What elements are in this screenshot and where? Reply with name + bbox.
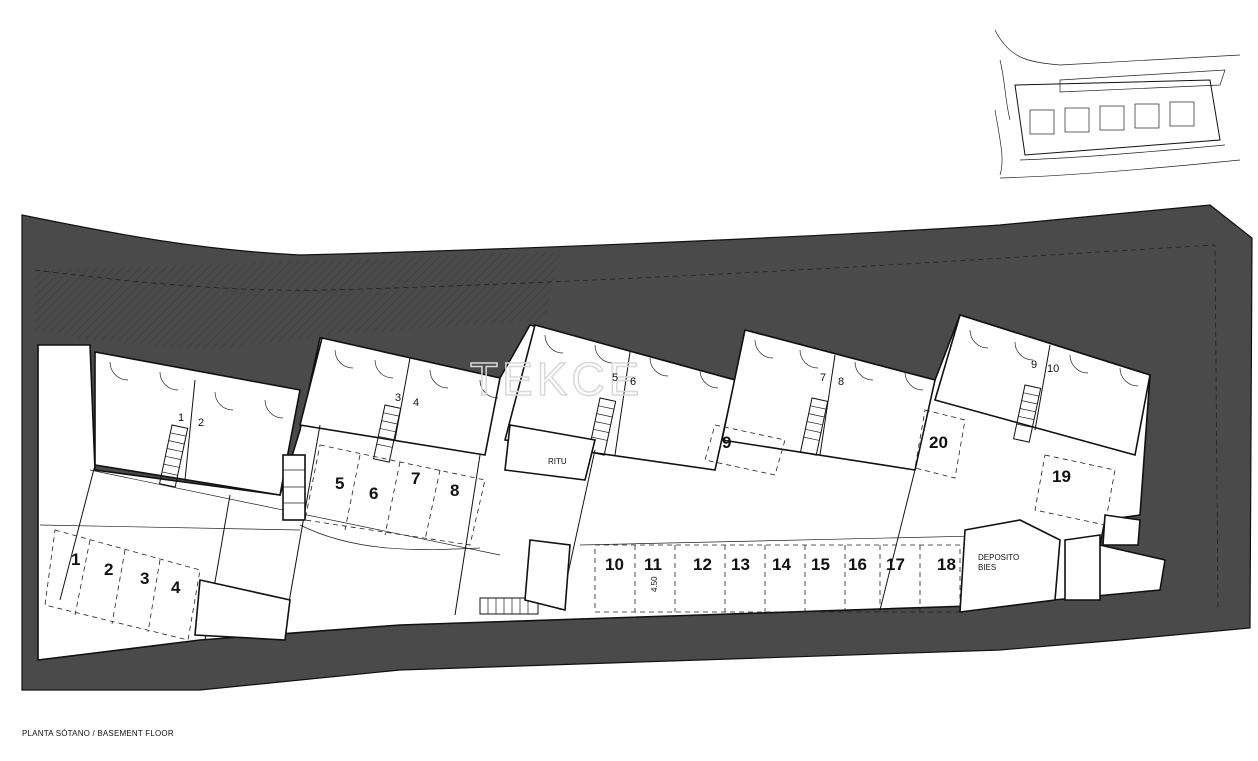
parking-space-13: 13 xyxy=(731,555,750,574)
parking-space-15: 15 xyxy=(811,555,830,574)
parking-space-9: 9 xyxy=(722,433,731,452)
bies-label: BIES xyxy=(978,563,996,572)
circulation-lines xyxy=(39,424,1021,641)
parking-space-20: 20 xyxy=(929,433,948,452)
parking-space-11: 11 xyxy=(644,555,662,574)
parking-space-5: 5 xyxy=(335,474,344,493)
watermark: TEKCE xyxy=(470,353,643,405)
storage-unit-numbers: 1 2 3 4 5 6 7 8 9 10 xyxy=(178,359,1059,429)
storage-unit-1: 1 xyxy=(178,412,184,424)
parking-space-17: 17 xyxy=(886,555,905,574)
parking-space-3: 3 xyxy=(140,569,149,588)
drawing-caption: PLANTA SÓTANO / BASEMENT FLOOR xyxy=(22,729,174,738)
storage-unit-10: 10 xyxy=(1047,363,1059,375)
storage-unit-8: 8 xyxy=(838,376,844,388)
parking-space-6: 6 xyxy=(369,484,378,503)
property-boundary xyxy=(34,244,1219,611)
storage-unit-4: 4 xyxy=(413,397,419,409)
storage-unit-7: 7 xyxy=(820,372,826,384)
parking-numbers: 1 2 3 4 5 6 7 8 9 10 11 12 13 14 15 16 1… xyxy=(71,433,1071,597)
dimension-label: 4.50 xyxy=(650,576,659,592)
storage-unit-5: 5 xyxy=(612,372,618,384)
parking-space-2: 2 xyxy=(104,560,113,579)
storage-unit-6: 6 xyxy=(630,376,636,388)
parking-space-14: 14 xyxy=(772,555,791,574)
parking-space-8: 8 xyxy=(450,481,459,500)
parking-space-19: 19 xyxy=(1052,467,1071,486)
storage-unit-2: 2 xyxy=(198,417,204,429)
parking-space-1: 1 xyxy=(71,550,80,569)
terrain-hatch xyxy=(35,252,560,350)
stairs xyxy=(158,384,1042,615)
parking-space-10: 10 xyxy=(605,555,624,574)
storage-unit-9: 9 xyxy=(1031,359,1037,371)
parking-space-7: 7 xyxy=(411,469,420,488)
parking-space-12: 12 xyxy=(693,555,712,574)
ritu-label: RITU xyxy=(548,457,567,466)
parking-space-16: 16 xyxy=(848,555,867,574)
service-rooms xyxy=(194,424,1141,641)
parking-space-18: 18 xyxy=(937,555,956,574)
deposito-label: DEPOSITO xyxy=(978,553,1019,562)
key-plan xyxy=(994,29,1241,179)
storage-unit-3: 3 xyxy=(395,392,401,404)
parking-space-4: 4 xyxy=(171,578,181,597)
